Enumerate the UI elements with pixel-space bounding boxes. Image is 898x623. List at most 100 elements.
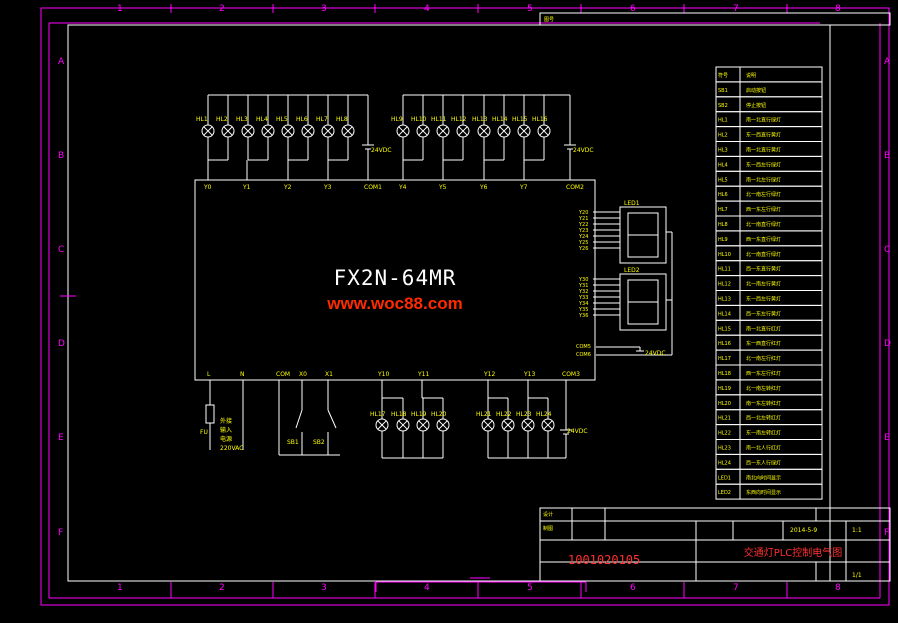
plc-terminal-label: Y10 (377, 371, 389, 378)
legend-desc: 西一东直行黄灯 (746, 266, 781, 273)
legend-desc: 东西向时间显示 (746, 489, 781, 496)
switch-blade (295, 409, 303, 429)
lamp-cross (503, 420, 513, 430)
legend-symbol: HL17 (718, 356, 731, 362)
lamp-cross (543, 420, 553, 430)
legend-symbol: 符号 (718, 72, 728, 79)
legend-desc: 说明 (746, 72, 756, 79)
row-letter-left: F (58, 528, 63, 538)
dc-label: 24VDC (371, 147, 392, 154)
ac-note: 输入 (220, 426, 232, 434)
lamp-cross (458, 126, 468, 136)
plc-terminal-label: Y0 (203, 184, 212, 191)
legend-desc: 北一南直行绿灯 (746, 251, 781, 258)
legend-symbol: HL13 (718, 297, 731, 303)
legend-symbol: HL21 (718, 416, 731, 422)
top-strip (539, 12, 891, 26)
lamp-cross (483, 420, 493, 430)
drawing-number: 1001020105 (568, 553, 641, 567)
ac-note: 电源 (220, 435, 232, 443)
legend-symbol: HL16 (718, 341, 731, 347)
row-letter-right: C (884, 245, 890, 255)
lamp-label: HL10 (411, 116, 427, 123)
legend-symbol: HL24 (718, 460, 731, 466)
row-letter-right: E (884, 433, 890, 443)
legend-symbol: HL19 (718, 386, 731, 392)
lamp-cross (418, 126, 428, 136)
legend-desc: 西一东直行绿灯 (746, 236, 781, 243)
legend-symbol: SB1 (718, 88, 728, 94)
plc-terminal-label: Y21 (578, 216, 588, 222)
plc-terminal-label: Y23 (578, 228, 588, 234)
plc-terminal-label: Y33 (578, 295, 588, 301)
row-letter-right: F (884, 528, 889, 538)
ac-note: 外接 (220, 417, 232, 425)
plc-terminal-label: X1 (325, 371, 333, 378)
row-letter-left: D (58, 339, 65, 349)
legend-desc: 西一东左行黄灯 (746, 310, 781, 317)
legend-desc: 南一北直行绿灯 (746, 117, 781, 124)
col-number-bottom: 1 (117, 583, 123, 593)
legend-desc: 西一东人行绿灯 (746, 459, 781, 466)
lamp-cross (519, 126, 529, 136)
plc-terminal-label: Y22 (578, 222, 588, 228)
top-strip-text: 图号 (544, 17, 554, 23)
plc-terminal-label: COM (276, 371, 290, 378)
plc-terminal-label: Y3 (323, 184, 332, 191)
col-number-bottom: 5 (527, 583, 533, 593)
row-letter-right: A (884, 57, 891, 67)
lamp-cross (418, 420, 428, 430)
legend-desc: 南北向时间显示 (746, 474, 781, 481)
dc-label: 24VDC (573, 147, 594, 154)
title-block (539, 507, 891, 582)
lamp-label: HL22 (496, 411, 512, 418)
plc-terminal-label: X0 (299, 371, 307, 378)
plc-model-label: FX2N-64MR (333, 266, 457, 290)
lamp-cross (479, 126, 489, 136)
legend-symbol: HL3 (718, 148, 728, 154)
col-number-bottom: 4 (424, 583, 430, 593)
col-number-top: 2 (219, 4, 225, 14)
col-number-bottom: 7 (733, 583, 739, 593)
lamp-label: HL16 (532, 116, 548, 123)
legend-symbol: HL2 (718, 133, 728, 139)
col-number-top: 1 (117, 4, 123, 14)
lamp-label: HL19 (411, 411, 427, 418)
lamp-label: HL2 (216, 116, 228, 123)
lamp-cross (398, 420, 408, 430)
legend-symbol: HL10 (718, 252, 731, 258)
plc-terminal-label: L (207, 371, 211, 378)
row-letter-left: E (58, 433, 64, 443)
legend-cell (739, 483, 823, 500)
legend-desc: 东一西直行红灯 (746, 340, 781, 347)
legend-desc: 南一东左转红灯 (746, 400, 781, 407)
lamp-label: HL8 (336, 116, 348, 123)
lamp-cross (438, 420, 448, 430)
title-date: 2014-5-9 (790, 527, 817, 534)
legend-desc: 南一北人行红灯 (746, 445, 781, 452)
legend-desc: 南一北左行绿灯 (746, 176, 781, 183)
lamp-cross (223, 126, 233, 136)
legend-desc: 西一东左行绿灯 (746, 206, 781, 213)
col-number-bottom: 8 (835, 583, 841, 593)
legend-symbol: HL8 (718, 222, 728, 228)
plc-terminal-label: COM1 (364, 184, 382, 191)
plc-terminal-label: COM5 (576, 344, 591, 350)
legend-symbol: HL22 (718, 431, 731, 437)
plc-terminal-label: Y31 (578, 283, 588, 289)
lamp-label: HL13 (472, 116, 488, 123)
plc-terminal-label: Y36 (578, 313, 588, 319)
lamp-label: HL14 (492, 116, 508, 123)
col-number-top: 7 (733, 4, 739, 14)
led-display-1 (619, 206, 667, 264)
plc-terminal-label: Y34 (578, 301, 588, 307)
plc-terminal-label: Y2 (283, 184, 292, 191)
lamp-label: HL21 (476, 411, 492, 418)
legend-symbol: LED2 (718, 490, 731, 496)
legend-symbol: HL1 (718, 118, 728, 124)
lamp-cross (438, 126, 448, 136)
plc-terminal-label: COM3 (562, 371, 580, 378)
col-number-top: 4 (424, 4, 430, 14)
legend-desc: 北一南左行黄灯 (746, 281, 781, 288)
